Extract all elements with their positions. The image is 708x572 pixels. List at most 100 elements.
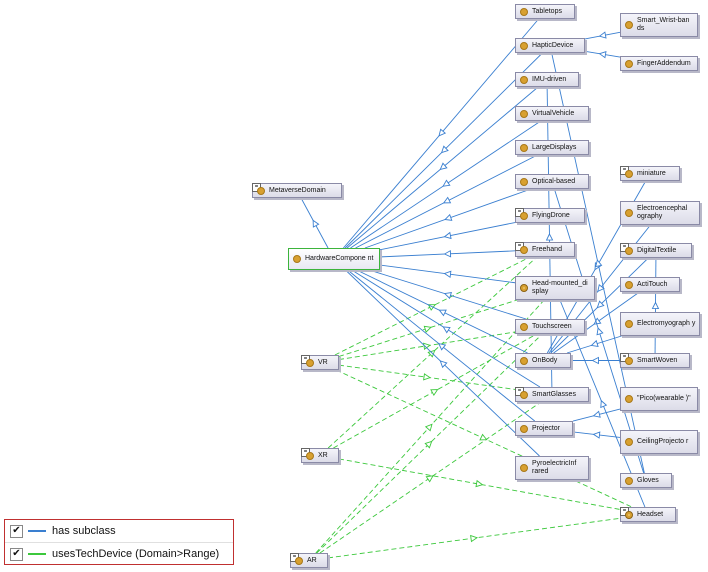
has-subclass-edge-arrowhead	[438, 128, 447, 137]
node-label: Optical-based	[532, 177, 576, 185]
legend-row-uses-tech-device: ✔ usesTechDevice (Domain>Range)	[5, 542, 233, 565]
class-icon	[520, 245, 528, 254]
class-icon	[625, 438, 633, 446]
node-pico-wearable[interactable]: "Pico(wearable )"	[620, 387, 698, 411]
uses-tech-device-edge-arrowhead	[475, 479, 484, 488]
uses-tech-device-edge-arrowhead	[423, 325, 432, 333]
class-icon	[625, 356, 633, 365]
uses-tech-device-edge	[327, 256, 538, 449]
legend-panel: ✔ has subclass ✔ usesTechDevice (Domain>…	[4, 519, 234, 565]
node-label: Projector	[532, 424, 561, 432]
uses-tech-device-edge-arrowhead	[430, 389, 439, 396]
has-subclass-edge-arrowhead	[595, 259, 603, 268]
node-label: SmartGlasses	[532, 390, 576, 398]
node-hardware-component[interactable]: HardwareCompone nt	[288, 248, 380, 270]
node-actitouch[interactable]: ActiTouch	[620, 277, 680, 292]
node-projector[interactable]: Projector	[515, 421, 573, 436]
node-label: miniature	[637, 169, 666, 177]
class-icon	[520, 390, 528, 399]
node-ceiling-projector[interactable]: CeilingProjecto r	[620, 430, 698, 454]
node-smart-wrist-bands[interactable]: Smart_Wrist-ban ds	[620, 13, 698, 37]
node-smart-glasses[interactable]: = SmartGlasses	[515, 387, 589, 402]
has-subclass-edge-arrowhead	[651, 301, 660, 309]
subclass-line-swatch	[28, 530, 46, 532]
has-subclass-edge-arrowhead	[545, 232, 554, 241]
has-subclass-edge-arrowhead	[596, 327, 604, 336]
node-smart-woven[interactable]: = SmartWoven	[620, 353, 690, 368]
has-subclass-edge-arrowhead	[443, 231, 452, 240]
legend-row-has-subclass: ✔ has subclass	[5, 520, 233, 542]
node-finger-addendum[interactable]: FingerAddendum	[620, 56, 698, 71]
node-label: Freehand	[532, 245, 562, 253]
node-optical-based[interactable]: Optical-based	[515, 174, 589, 189]
node-label: SmartWoven	[637, 356, 678, 364]
node-haptic-device[interactable]: HapticDevice	[515, 38, 585, 53]
has-subclass-edge-arrowhead	[443, 291, 453, 300]
node-imu-driven[interactable]: IMU-driven	[515, 72, 579, 87]
class-icon	[625, 59, 633, 68]
class-icon	[625, 395, 633, 403]
node-touchscreen[interactable]: Touchscreen	[515, 319, 585, 334]
class-icon	[625, 280, 633, 289]
techdevice-checkbox[interactable]: ✔	[10, 547, 23, 561]
class-icon	[520, 41, 528, 50]
node-ar[interactable]: = AR	[290, 553, 328, 568]
node-label: OnBody	[532, 356, 558, 364]
has-subclass-edge-arrowhead	[443, 250, 452, 258]
has-subclass-edge-arrowhead	[598, 31, 607, 39]
node-virtual-vehicle[interactable]: VirtualVehicle	[515, 106, 589, 121]
has-subclass-edge-arrowhead	[590, 339, 599, 348]
node-flying-drone[interactable]: = FlyingDrone	[515, 208, 585, 223]
class-icon	[625, 209, 633, 217]
node-label: Tabletops	[532, 7, 562, 15]
class-icon	[306, 451, 314, 460]
class-icon	[520, 177, 528, 186]
node-electromyography[interactable]: Electromyograph y	[620, 312, 700, 336]
uses-tech-device-edge-arrowhead	[423, 342, 431, 350]
node-large-displays[interactable]: LargeDisplays	[515, 140, 589, 155]
node-head-mounted-display[interactable]: Head-mounted_di splay	[515, 276, 595, 300]
class-icon	[520, 7, 528, 16]
class-icon	[625, 476, 633, 485]
node-gloves[interactable]: Gloves	[620, 473, 672, 488]
uses-tech-device-edge-arrowhead	[470, 534, 478, 543]
class-icon	[520, 464, 528, 472]
node-electroencephalography[interactable]: Electroencephal ography	[620, 201, 700, 225]
node-label: IMU-driven	[532, 75, 567, 83]
node-headset[interactable]: = Headset	[620, 507, 676, 522]
has-subclass-edge-arrowhead	[444, 213, 453, 221]
class-icon	[520, 424, 528, 433]
node-label: "Pico(wearable )"	[637, 395, 691, 402]
uses-tech-device-edge-arrowhead	[423, 373, 431, 381]
node-label: HapticDevice	[532, 41, 574, 49]
has-subclass-edge-arrowhead	[442, 326, 451, 334]
node-vr[interactable]: = VR	[301, 355, 339, 370]
node-xr[interactable]: = XR	[301, 448, 339, 463]
has-subclass-edge-arrowhead	[443, 270, 452, 279]
node-label: Smart_Wrist-ban ds	[637, 17, 690, 32]
node-pyroelectric-infrared[interactable]: PyroelectricInf rared	[515, 456, 589, 480]
node-label: Headset	[637, 510, 664, 518]
node-label: MetaverseDomain	[269, 186, 326, 194]
node-label: CeilingProjecto r	[637, 438, 689, 445]
node-label: VR	[318, 358, 328, 366]
node-label: FlyingDrone	[532, 211, 570, 219]
subclass-checkbox[interactable]: ✔	[10, 524, 23, 538]
node-metaverse-domain[interactable]: = MetaverseDomain	[252, 183, 342, 198]
node-label: HardwareCompone nt	[305, 255, 374, 262]
node-freehand[interactable]: = Freehand	[515, 242, 575, 257]
uses-tech-device-edge	[338, 299, 518, 357]
node-onbody[interactable]: OnBody	[515, 353, 571, 368]
uses-tech-device-edge-arrowhead	[425, 475, 434, 483]
uses-tech-device-edge	[334, 256, 531, 356]
has-subclass-edge-arrowhead	[439, 162, 448, 171]
node-label: XR	[318, 451, 328, 459]
class-icon	[295, 556, 303, 565]
node-tabletops[interactable]: Tabletops	[515, 4, 575, 19]
class-icon	[625, 21, 633, 29]
class-icon	[293, 255, 301, 263]
node-miniature[interactable]: = miniature	[620, 166, 680, 181]
node-digital-textile[interactable]: = DigitalTextile	[620, 243, 692, 258]
node-label: Electromyograph y	[637, 320, 696, 327]
